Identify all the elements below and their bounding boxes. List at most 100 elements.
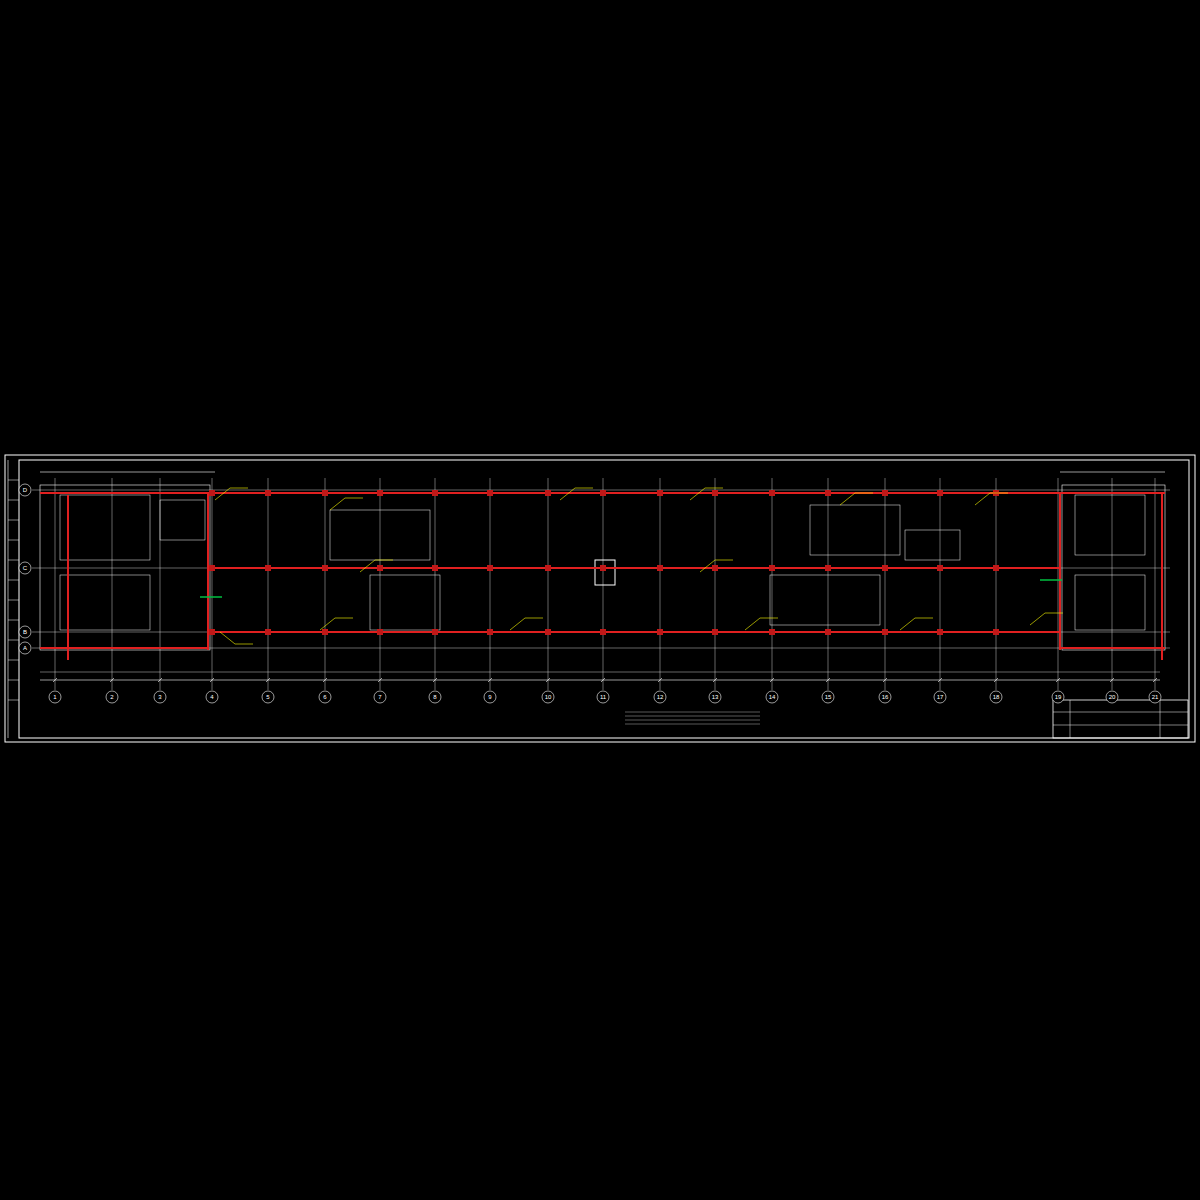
grid-line	[1058, 478, 1059, 690]
end-bay	[40, 485, 210, 650]
axis-number: 10	[545, 694, 552, 700]
sheet-frame	[5, 455, 1195, 742]
axis-bubble	[484, 691, 496, 703]
axis-bubble	[542, 691, 554, 703]
grid-line	[772, 478, 773, 690]
grid-line	[55, 478, 56, 690]
leader-line	[215, 488, 230, 500]
grid-line	[660, 478, 661, 690]
margin-tick	[8, 480, 19, 481]
margin-tick	[8, 560, 19, 561]
room-outline	[160, 500, 205, 540]
axis-bubble	[1106, 691, 1118, 703]
secondary-beam	[770, 575, 880, 625]
leader-line	[335, 618, 353, 619]
dimension-tick	[770, 678, 774, 682]
axis-number: C	[23, 565, 27, 571]
grid-line	[548, 478, 549, 690]
title-block-line	[1053, 712, 1188, 713]
column-mark	[882, 629, 888, 635]
main-beam	[208, 492, 1060, 494]
grid-line	[32, 648, 1170, 649]
dimension-tick	[323, 678, 327, 682]
column-mark	[825, 490, 831, 496]
column-mark	[432, 629, 438, 635]
dimension-tick	[546, 678, 550, 682]
leader-line	[375, 560, 393, 561]
axis-number: 6	[323, 694, 326, 700]
axis-number: 20	[1109, 694, 1116, 700]
dimension-tick	[53, 678, 57, 682]
note-line	[625, 720, 760, 721]
column-mark	[209, 629, 215, 635]
axis-bubble	[19, 562, 31, 574]
column-mark	[657, 565, 663, 571]
column-mark	[882, 565, 888, 571]
main-beam	[40, 647, 208, 649]
drawing-frame	[19, 460, 1189, 738]
grid-line	[603, 478, 604, 690]
column-mark	[265, 629, 271, 635]
dimension-line	[40, 672, 1160, 673]
column-mark	[769, 629, 775, 635]
axis-bubble	[654, 691, 666, 703]
axis-number: 19	[1055, 694, 1062, 700]
grid-line	[885, 478, 886, 690]
axis-number: B	[23, 629, 27, 635]
column-mark	[265, 490, 271, 496]
leader-line	[510, 618, 525, 630]
column-mark	[657, 629, 663, 635]
axis-number: 7	[378, 694, 381, 700]
column-mark	[377, 490, 383, 496]
column-mark	[769, 490, 775, 496]
margin-tick	[8, 660, 19, 661]
dimension-tick	[938, 678, 942, 682]
dimension-tick	[994, 678, 998, 682]
column-mark	[322, 565, 328, 571]
column-mark	[487, 490, 493, 496]
grid-line	[212, 478, 213, 690]
column-mark	[769, 565, 775, 571]
leader-line	[975, 493, 990, 505]
column-mark	[937, 490, 943, 496]
leader-line	[525, 618, 543, 619]
dimension-tick	[1110, 678, 1114, 682]
leader-line	[220, 632, 235, 644]
main-beam	[40, 492, 208, 494]
stair-outline	[1075, 575, 1145, 630]
leader-line	[235, 644, 253, 645]
axis-number: 1	[53, 694, 56, 700]
column-mark	[600, 629, 606, 635]
column-mark	[657, 490, 663, 496]
margin-tick	[8, 640, 19, 641]
dimension-tick	[1153, 678, 1157, 682]
leader-line	[360, 560, 375, 572]
axis-bubble	[262, 691, 274, 703]
axis-bubble	[206, 691, 218, 703]
column-mark	[993, 629, 999, 635]
stair-outline	[60, 495, 150, 560]
dimension-tick	[658, 678, 662, 682]
dimension-tick	[713, 678, 717, 682]
leader-line	[700, 560, 715, 572]
end-bay	[1062, 485, 1165, 650]
axis-number: 14	[769, 694, 776, 700]
column-mark	[432, 490, 438, 496]
dimension-tick	[110, 678, 114, 682]
margin-tick	[8, 600, 19, 601]
leader-line	[855, 493, 873, 494]
column-mark	[825, 565, 831, 571]
axis-bubble	[19, 642, 31, 654]
axis-number: 17	[937, 694, 944, 700]
column-mark	[993, 565, 999, 571]
main-beam	[1059, 493, 1061, 650]
margin-tick	[8, 620, 19, 621]
leader-line	[900, 618, 915, 630]
dimension-line	[40, 472, 215, 473]
leader-line	[320, 618, 335, 630]
dimension-tick	[210, 678, 214, 682]
leader-line	[1045, 613, 1063, 614]
axis-bubble	[429, 691, 441, 703]
leader-line	[840, 493, 855, 505]
